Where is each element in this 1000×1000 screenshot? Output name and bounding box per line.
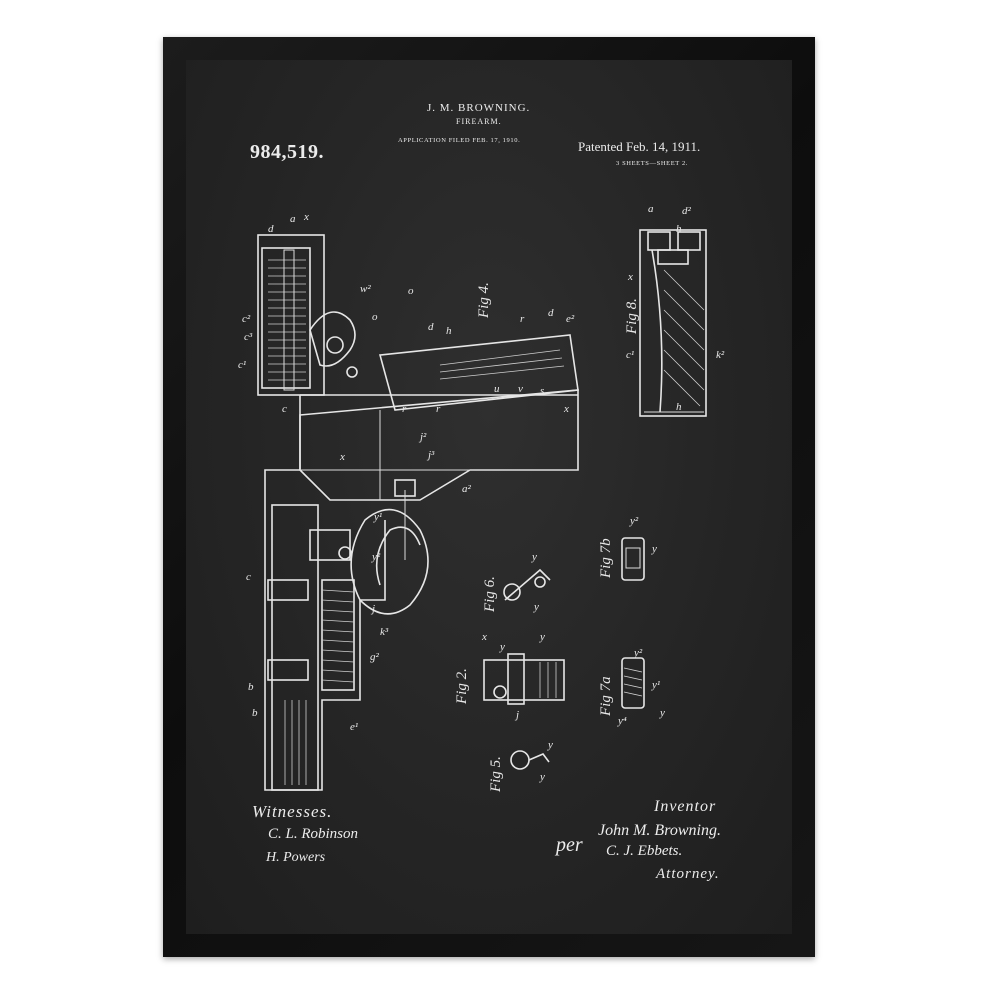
fig7b-label: Fig 7b xyxy=(598,538,614,579)
svg-text:x: x xyxy=(481,631,487,643)
witness-signature-1: C. L. Robinson xyxy=(268,826,359,842)
svg-text:c: c xyxy=(282,403,287,415)
svg-text:y¹: y¹ xyxy=(373,511,382,523)
inventor-signature: John M. Browning. xyxy=(598,822,721,839)
fig2-label: Fig 2. xyxy=(454,668,470,705)
svg-text:a: a xyxy=(290,213,296,225)
inventor-heading: J. M. BROWNING. xyxy=(427,102,531,114)
svg-text:v: v xyxy=(518,383,523,395)
svg-text:y: y xyxy=(659,707,665,719)
fig5-label: Fig 5. xyxy=(488,756,504,793)
svg-text:c¹: c¹ xyxy=(238,359,246,371)
svg-text:y²: y² xyxy=(371,551,381,563)
svg-text:a²: a² xyxy=(462,483,472,495)
svg-text:a: a xyxy=(648,203,654,215)
svg-text:h: h xyxy=(446,325,452,337)
svg-text:c³: c³ xyxy=(244,331,253,343)
svg-text:y²: y² xyxy=(633,647,643,659)
fig2-view: xy jy xyxy=(481,631,565,721)
fig8-view: a d² h x c¹ k² h xyxy=(626,203,725,417)
subject-heading: FIREARM. xyxy=(456,117,502,126)
svg-text:e¹: e¹ xyxy=(350,721,358,733)
svg-text:j³: j³ xyxy=(426,449,435,461)
svg-text:j: j xyxy=(370,603,375,615)
svg-text:y: y xyxy=(539,631,545,643)
fig6-label: Fig 6. xyxy=(482,576,498,613)
svg-text:u: u xyxy=(494,383,500,395)
svg-text:h: h xyxy=(676,223,682,235)
patent-number: 984,519. xyxy=(250,141,324,163)
svg-text:y: y xyxy=(547,739,553,751)
svg-text:x: x xyxy=(627,271,633,283)
fig6-view: yy xyxy=(503,551,551,613)
svg-text:y⁴: y⁴ xyxy=(617,715,627,727)
svg-text:g²: g² xyxy=(370,651,380,663)
svg-text:y: y xyxy=(533,601,539,613)
svg-text:x: x xyxy=(303,211,309,223)
blueprint-sheet xyxy=(186,60,792,934)
svg-text:d: d xyxy=(268,223,274,235)
svg-text:y: y xyxy=(499,641,505,653)
attorney-label: Attorney. xyxy=(656,866,720,882)
fig5-view: yy xyxy=(510,739,553,783)
svg-text:r: r xyxy=(520,313,525,325)
application-date: APPLICATION FILED FEB. 17, 1910. xyxy=(398,137,521,144)
per-label: per xyxy=(556,834,583,856)
svg-text:h: h xyxy=(676,401,682,413)
fig7a-view: y² y¹ y⁴ y xyxy=(617,647,665,727)
fig8-label: Fig 8. xyxy=(624,298,640,335)
svg-text:d²: d² xyxy=(682,205,692,217)
svg-text:b: b xyxy=(248,681,254,693)
svg-text:c²: c² xyxy=(242,313,251,325)
svg-text:c: c xyxy=(246,571,251,583)
patented-date: Patented Feb. 14, 1911. xyxy=(578,139,701,154)
svg-text:k²: k² xyxy=(716,349,725,361)
fig7b-view: y² y xyxy=(621,515,657,581)
svg-text:o: o xyxy=(372,311,378,323)
witness-signature-2: H. Powers xyxy=(266,850,326,865)
svg-text:r: r xyxy=(436,403,441,415)
fig7a-label: Fig 7a xyxy=(598,676,614,717)
svg-text:d: d xyxy=(428,321,434,333)
svg-text:w²: w² xyxy=(360,283,371,295)
svg-text:x: x xyxy=(563,403,569,415)
svg-text:b: b xyxy=(252,707,258,719)
svg-text:s: s xyxy=(540,385,544,397)
svg-text:y: y xyxy=(531,551,537,563)
witnesses-label: Witnesses. xyxy=(252,802,333,821)
svg-text:e²: e² xyxy=(566,313,575,325)
svg-text:j²: j² xyxy=(418,431,427,443)
svg-text:d: d xyxy=(548,307,554,319)
svg-text:r: r xyxy=(402,403,407,415)
svg-text:x: x xyxy=(339,451,345,463)
svg-text:y²: y² xyxy=(629,515,639,527)
svg-text:j: j xyxy=(514,709,519,721)
sheet-count: 3 SHEETS—SHEET 2. xyxy=(616,160,689,167)
fig4-label: Fig 4. xyxy=(476,282,492,319)
svg-text:y: y xyxy=(539,771,545,783)
svg-text:y¹: y¹ xyxy=(651,679,660,691)
svg-text:o: o xyxy=(408,285,414,297)
svg-text:y: y xyxy=(651,543,657,555)
inventor-label: Inventor xyxy=(654,798,717,815)
svg-text:k³: k³ xyxy=(380,626,389,638)
attorney-signature: C. J. Ebbets. xyxy=(606,843,683,859)
svg-text:c¹: c¹ xyxy=(626,349,634,361)
